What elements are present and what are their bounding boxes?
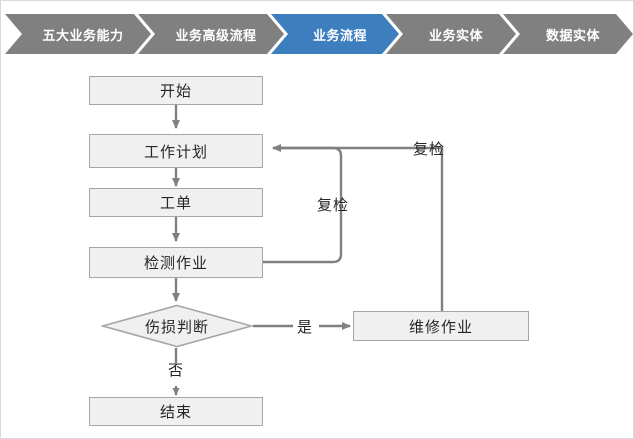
edge-label-no: 否 [168,362,185,379]
diamond-shape [101,304,253,348]
node-maintenance-label: 维修作业 [408,318,473,336]
node-damage-decision[interactable]: 伤损判断 [101,304,253,348]
breadcrumb-item-4[interactable]: 业务实体 [386,14,516,54]
edge-label-yes: 是 [297,319,314,336]
breadcrumb-item-1[interactable]: 五大业务能力 [5,14,151,54]
edge-label-recheck-inner: 复检 [317,197,350,214]
node-work-order[interactable]: 工单 [89,188,263,217]
node-work-plan-label: 工作计划 [143,143,208,161]
breadcrumb: 五大业务能力 业务高级流程 业务流程 业务实体 数据实体 [1,14,634,54]
breadcrumb-item-2-label: 业务高级流程 [175,27,257,43]
node-inspection-label: 检测作业 [143,255,208,272]
breadcrumb-item-4-label: 业务实体 [428,27,483,43]
breadcrumb-item-3[interactable]: 业务流程 [271,14,399,54]
breadcrumb-item-5[interactable]: 数据实体 [503,14,633,54]
node-work-plan[interactable]: 工作计划 [89,134,263,168]
node-damage-decision-label: 伤损判断 [144,318,209,336]
edge-label-recheck-outer: 复检 [413,141,446,158]
edge-recheck-outer [273,146,444,311]
breadcrumb-item-2[interactable]: 业务高级流程 [138,14,284,54]
node-maintenance[interactable]: 维修作业 [353,311,529,341]
breadcrumb-item-3-label: 业务流程 [312,27,367,43]
breadcrumb-item-5-label: 数据实体 [545,27,600,43]
node-start-label: 开始 [159,83,192,100]
breadcrumb-item-1-label: 五大业务能力 [42,27,124,43]
node-inspection[interactable]: 检测作业 [89,247,263,278]
node-end[interactable]: 结束 [89,397,263,426]
node-end-label: 结束 [159,404,192,421]
node-start[interactable]: 开始 [89,76,263,105]
node-work-order-label: 工单 [159,195,192,212]
